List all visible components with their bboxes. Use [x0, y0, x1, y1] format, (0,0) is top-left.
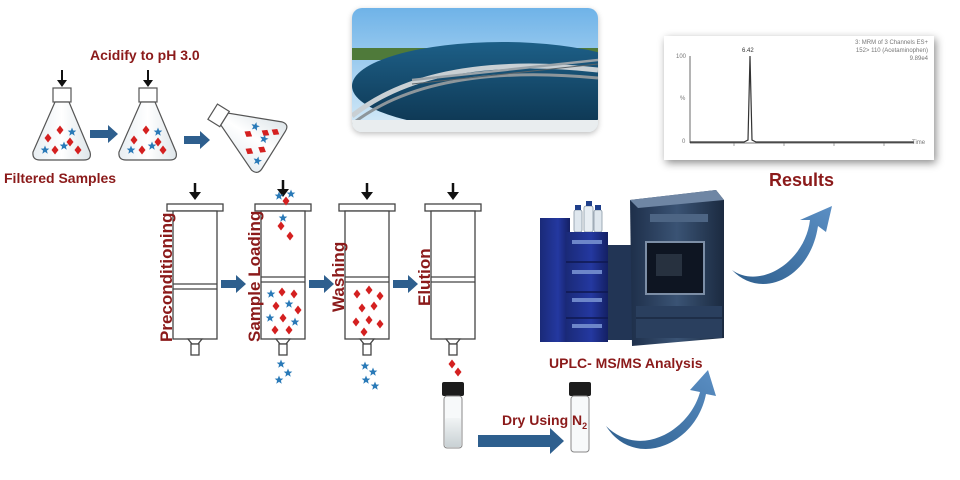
chrom-header-2: 152> 110 (Acetaminophen) [855, 48, 928, 54]
down-arrow-icon [189, 180, 459, 200]
curved-arrow-icon [732, 206, 832, 284]
chrom-header-3: 9.89e4 [909, 56, 928, 62]
tilted-flask-icon [207, 103, 288, 173]
filtered-samples-label: Filtered Samples [4, 170, 117, 186]
uplc-msms-label: UPLC- MS/MS Analysis [549, 355, 703, 371]
wastewater-plant-photo [352, 8, 598, 132]
process-arrow-icon [90, 125, 118, 143]
uplc-instrument [540, 190, 724, 346]
chromatogram-panel: 100 % 0 6.42 Time 3: MRM of 3 Channels E… [664, 36, 934, 160]
spe-cartridge-elution [424, 203, 482, 356]
flask-icon [32, 87, 91, 161]
spe-cartridge-preconditioning [166, 203, 224, 356]
dry-label: Dry Using N2 [502, 412, 587, 431]
dry-label-subscript: 2 [582, 420, 588, 431]
step-label-preconditioning: Preconditioning [157, 212, 176, 342]
chrom-y-zero: 0 [682, 139, 686, 145]
chrom-header-1: 3: MRM of 3 Channels ES+ [855, 40, 928, 46]
step-label-elution: Elution [415, 248, 434, 306]
acidify-label: Acidify to pH 3.0 [90, 47, 200, 63]
analyte-particles [448, 359, 462, 377]
dry-label-text: Dry Using N [502, 412, 583, 428]
vial-icon [442, 382, 464, 449]
chrom-peak-label: 6.42 [742, 48, 754, 54]
step-label-washing: Washing [329, 241, 348, 312]
process-arrow-icon [221, 275, 418, 293]
chrom-y-top: 100 [676, 54, 687, 60]
chrom-y-unit: % [680, 96, 686, 102]
chrom-x-label: Time [912, 140, 926, 146]
process-arrow-icon [184, 131, 210, 149]
curved-arrow-icon [606, 370, 716, 449]
results-label: Results [769, 170, 835, 190]
step-label-sample-loading: Sample Loading [245, 210, 264, 342]
flask-icon [118, 87, 177, 161]
vial-icon [569, 382, 591, 453]
process-arrow-icon [478, 428, 564, 454]
down-arrow-icon [57, 70, 153, 87]
spe-cartridge-washing [338, 203, 396, 356]
